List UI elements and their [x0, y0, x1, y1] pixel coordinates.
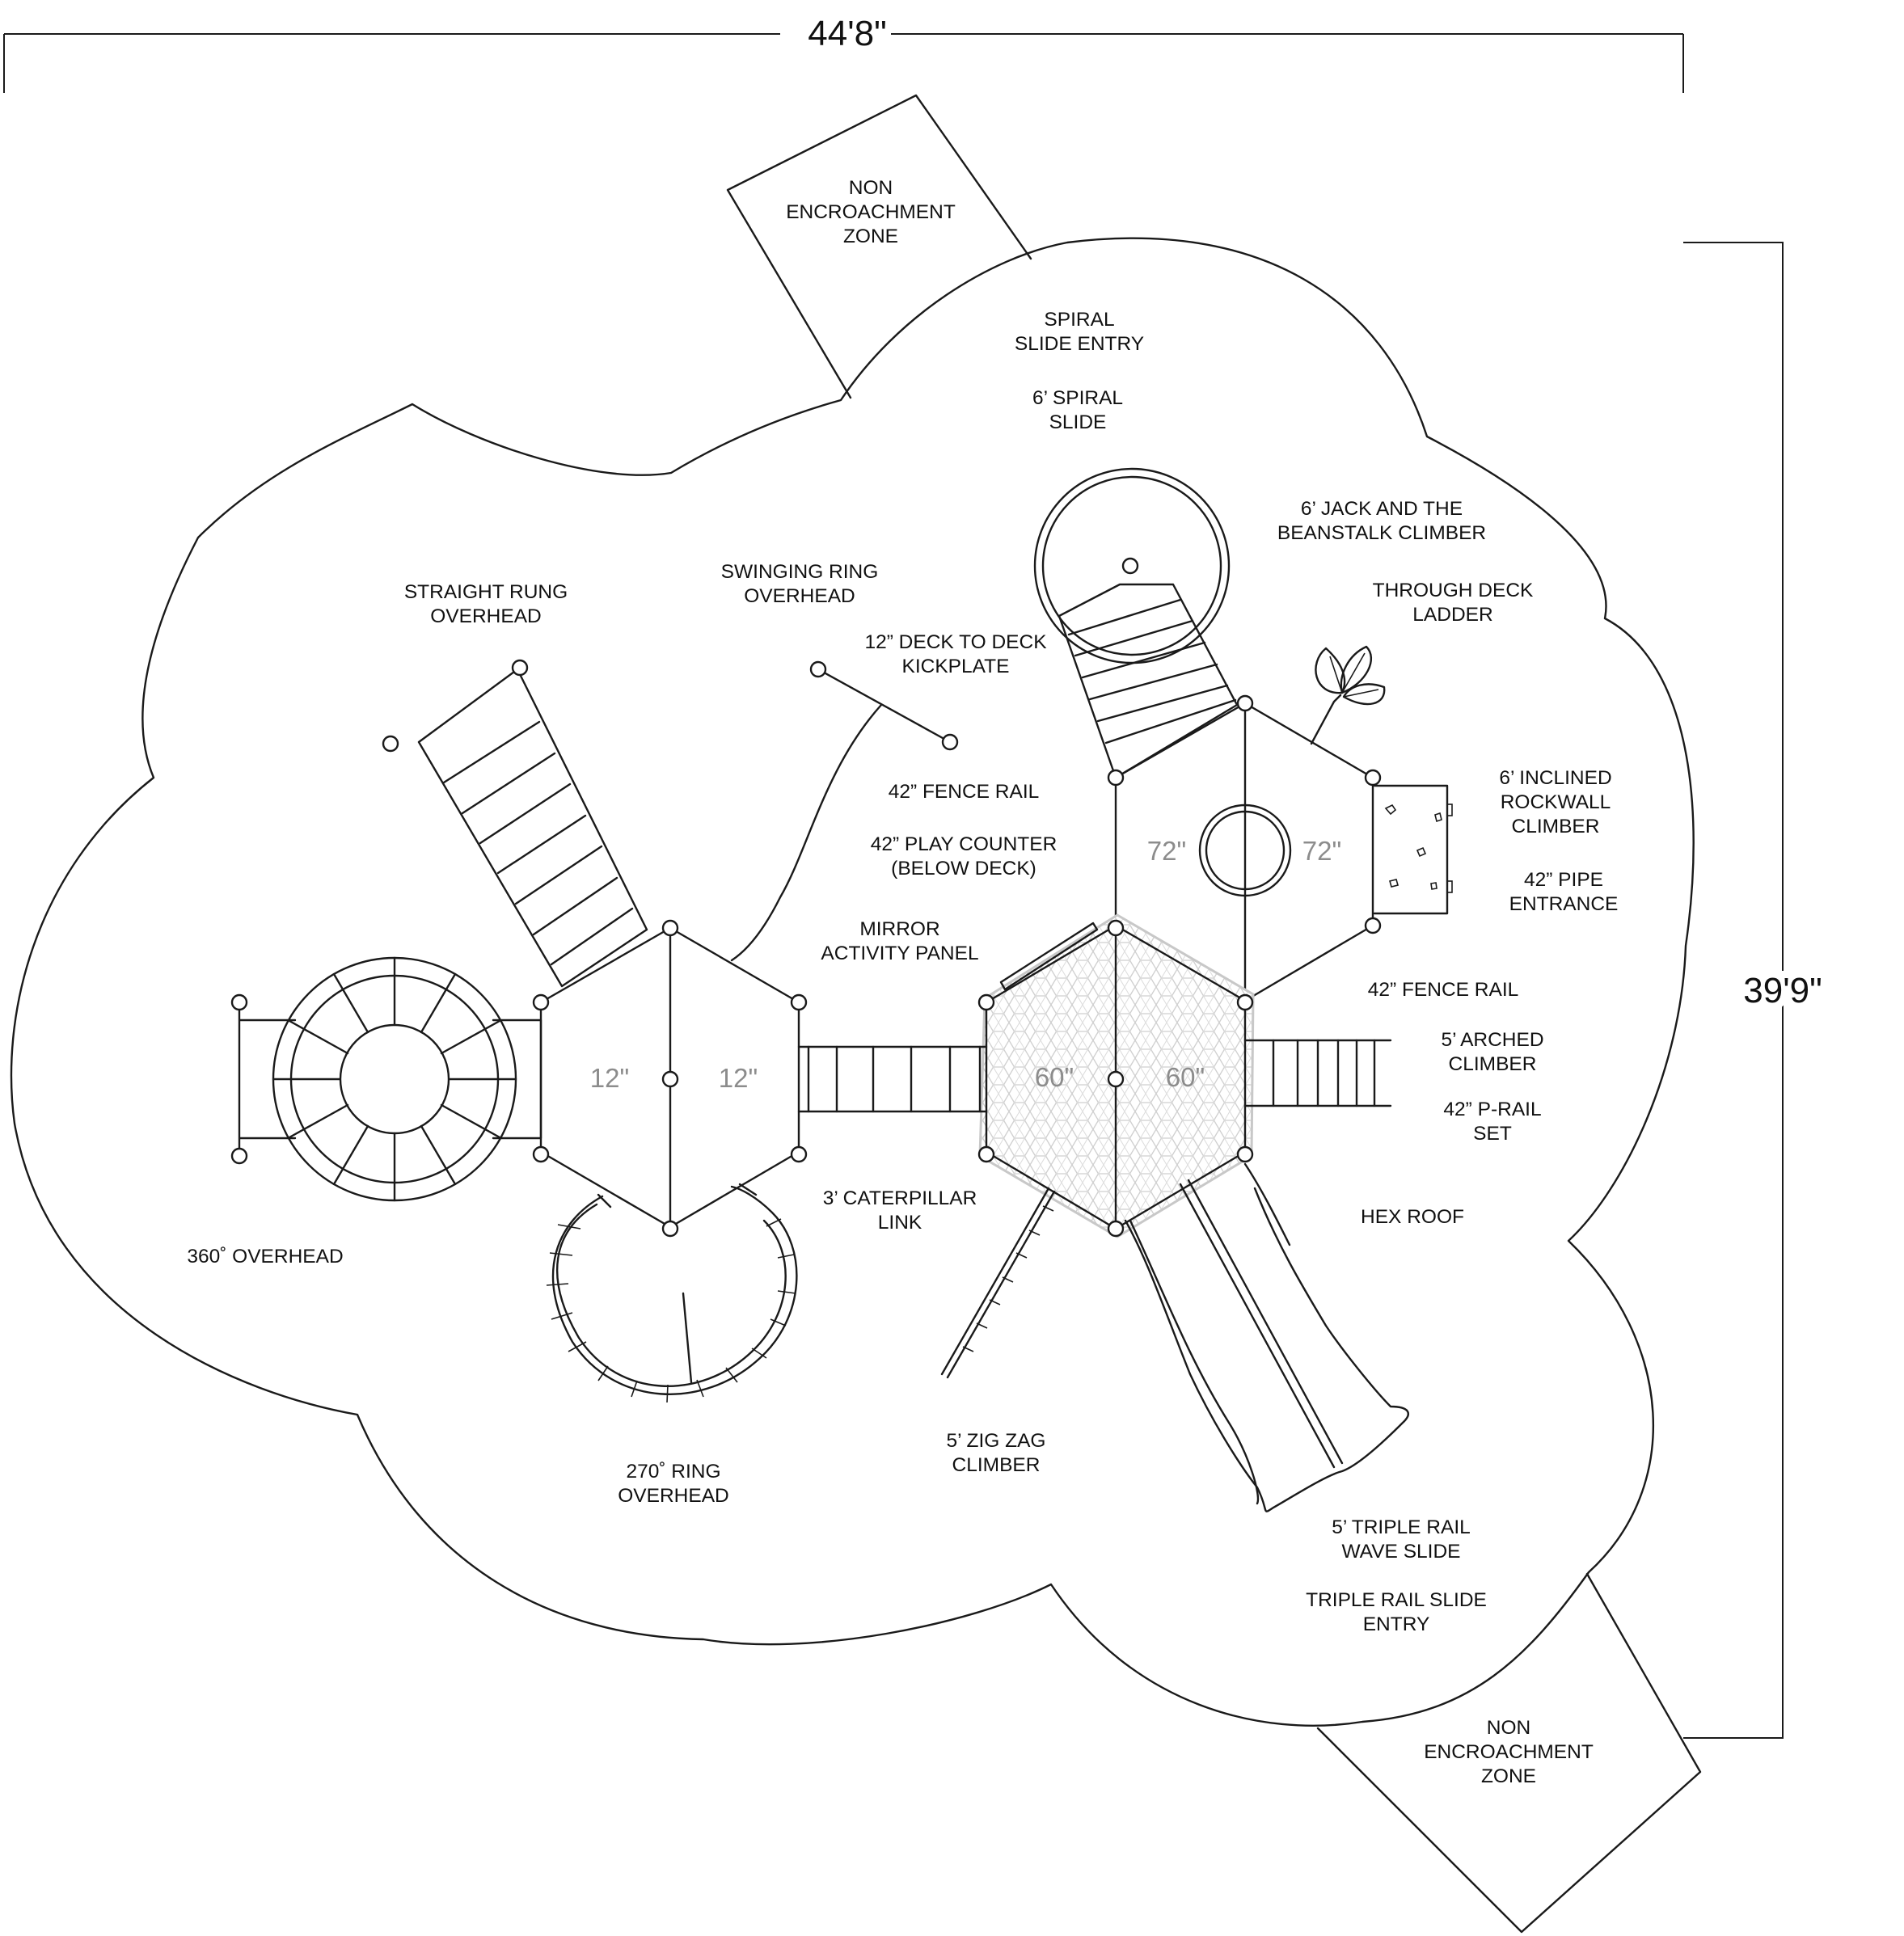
- overhead-360-label: 360˚ OVERHEAD: [187, 1246, 343, 1267]
- use-zone-boundary: [10, 237, 1695, 1727]
- overhead-360: [230, 956, 542, 1202]
- dimension-width-label: 44'8": [808, 14, 886, 53]
- ring-overhead-270: [546, 1183, 798, 1403]
- deck-height-label: 72": [1147, 836, 1186, 866]
- caterpillar-link: [797, 1045, 988, 1113]
- swinging-ring-overhead: [730, 660, 959, 962]
- rockwall-climber: [1373, 784, 1453, 915]
- zig-zag-climber: [940, 1187, 1056, 1379]
- straight-rung-overhead: [382, 659, 648, 988]
- arched-climber: [1243, 1039, 1392, 1107]
- non-encroachment-zone-bottom: [1316, 1572, 1702, 1934]
- spiral-slide-inner: [1041, 475, 1222, 656]
- fence-rail-label: 42” FENCE RAIL: [889, 781, 1040, 803]
- beanstalk-climber: [1058, 583, 1239, 779]
- dimension-width: 44'8": [3, 14, 1684, 93]
- deck-posts: [532, 694, 1382, 1238]
- deck-height-label: 72": [1302, 836, 1341, 866]
- play-counter-label: 42” PLAY COUNTER(BELOW DECK): [871, 833, 1058, 879]
- deck-height-label: 12": [719, 1063, 758, 1093]
- wave-slide: [1124, 1162, 1409, 1512]
- deck-height-label: 60": [1035, 1062, 1074, 1092]
- pipe-entrance-ring: [1198, 804, 1292, 897]
- through-deck-ladder: [1310, 645, 1386, 745]
- fence-rail-label: 42” FENCE RAIL: [1368, 979, 1519, 1001]
- hex-roof-label: HEX ROOF: [1361, 1206, 1464, 1228]
- spiral-slide-post: [1121, 557, 1139, 575]
- dimension-depth-label: 39'9": [1743, 971, 1822, 1010]
- non-encroachment-zone-top: [726, 94, 1032, 399]
- dimension-depth: 39'9": [1683, 242, 1830, 1739]
- deck-height-label: 12": [590, 1063, 629, 1093]
- deck-height-label: 60": [1166, 1062, 1205, 1092]
